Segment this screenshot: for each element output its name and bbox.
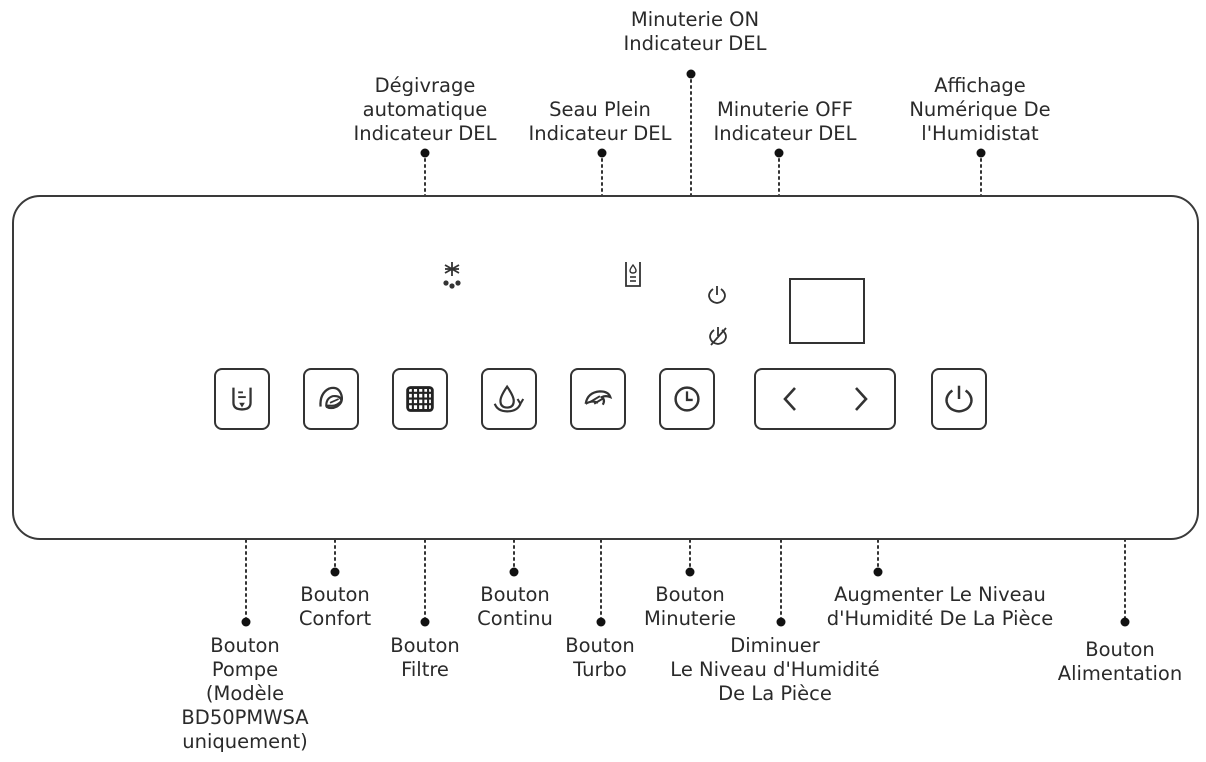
comfort-button[interactable]	[303, 368, 359, 430]
filter-label-dot	[420, 617, 430, 627]
bucket-label-dot	[597, 148, 607, 158]
clock-icon	[674, 386, 700, 412]
chevron-left-icon	[782, 387, 796, 411]
decrease-label-dot	[776, 617, 786, 627]
timer-off-label-dot	[774, 148, 784, 158]
continuous-button-label: Bouton Continu	[477, 583, 553, 630]
comfort-icon	[319, 386, 344, 410]
increase-humidity-label: Augmenter Le Niveau d'Humidité De La Piè…	[826, 583, 1054, 630]
timer-label-dot	[685, 567, 695, 577]
turbo-button[interactable]	[570, 368, 626, 430]
turbo-label-dot	[596, 617, 606, 627]
defrost-led-label: Dégivrage automatique Indicateur DEL	[353, 74, 497, 145]
timer-off-led-label: Minuterie OFF Indicateur DEL	[713, 98, 857, 145]
turbo-button-label: Bouton Turbo	[565, 634, 635, 681]
filter-button[interactable]	[392, 368, 448, 430]
timer-button-label: Bouton Minuterie	[643, 583, 737, 630]
pump-button-label: Bouton Pompe (Modèle BD50PMWSA uniquemen…	[181, 634, 309, 753]
pump-button[interactable]	[214, 368, 270, 430]
power-icon	[945, 385, 973, 413]
humidity-adjust-buttons	[754, 368, 896, 430]
timer-on-label-dot	[686, 69, 696, 79]
increase-humidity-button[interactable]	[825, 370, 894, 428]
continuous-label-dot	[509, 567, 519, 577]
timer-button[interactable]	[659, 368, 715, 430]
increase-label-dot	[873, 567, 883, 577]
power-button-label: Bouton Alimentation	[1057, 638, 1183, 685]
filter-button-label: Bouton Filtre	[390, 634, 460, 681]
comfort-label-dot	[330, 567, 340, 577]
timer-on-led-label: Minuterie ON Indicateur DEL	[623, 8, 767, 55]
bucket-full-led-label: Seau Plein Indicateur DEL	[528, 98, 672, 145]
filter-grid-icon	[406, 386, 434, 412]
chevron-right-icon	[854, 387, 868, 411]
defrost-label-dot	[420, 148, 430, 158]
pump-label-dot	[241, 617, 251, 627]
comfort-button-label: Bouton Confort	[298, 583, 372, 630]
power-button[interactable]	[931, 368, 987, 430]
continuous-button[interactable]	[481, 368, 537, 430]
decrease-humidity-button[interactable]	[756, 370, 825, 428]
power-label-dot	[1120, 617, 1130, 627]
decrease-humidity-label: Diminuer Le Niveau d'Humidité De La Pièc…	[670, 634, 880, 705]
power-off-small-icon	[709, 327, 727, 346]
snowflake-drops-icon	[443, 262, 461, 289]
control-panel	[12, 195, 1199, 540]
humidistat-display	[789, 278, 865, 344]
water-drop-cycle-icon	[493, 384, 525, 413]
power-small-icon	[708, 286, 726, 304]
bucket-icon	[625, 262, 641, 287]
turbo-fan-icon	[584, 390, 613, 406]
display-label-dot	[976, 148, 986, 158]
humidistat-display-label: Affichage Numérique De l'Humidistat	[909, 74, 1051, 145]
pump-icon	[232, 387, 252, 411]
